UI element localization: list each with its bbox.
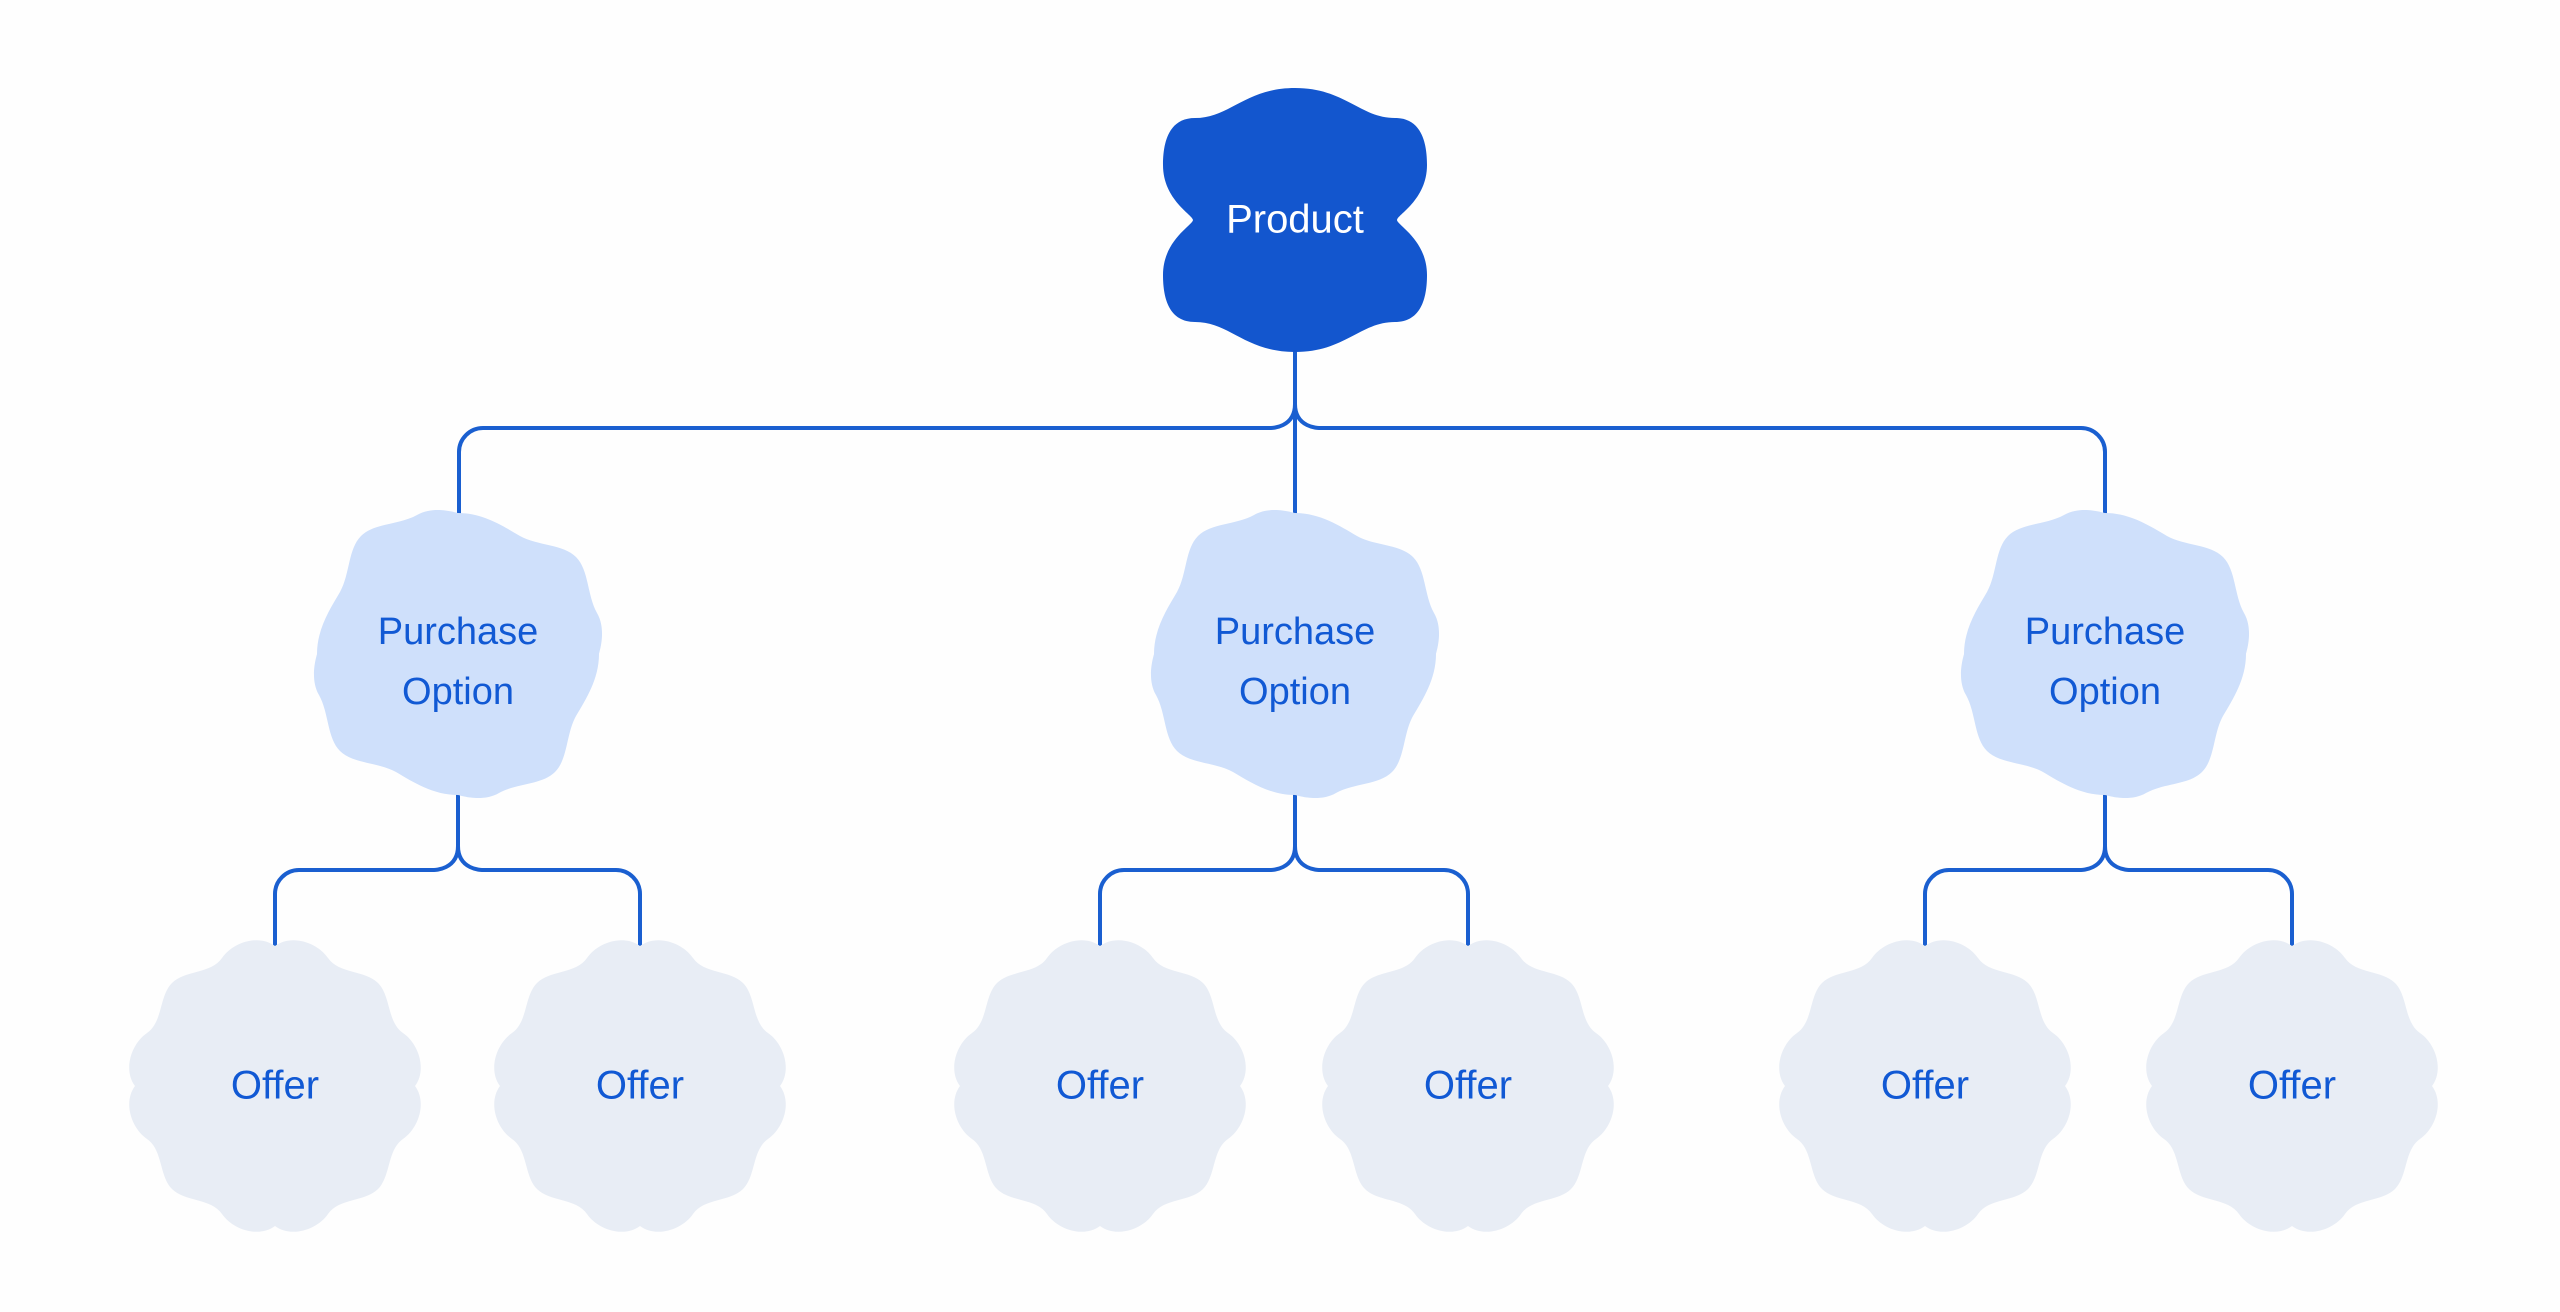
node-purchase-option-2[interactable]: Purchase Option [1150, 509, 1440, 799]
node-purchase-option-1[interactable]: Purchase Option [313, 509, 603, 799]
connector-group-po1-to-offers [273, 793, 642, 949]
purchase-option-3-label-line2: Option [2049, 671, 2161, 713]
offer-5-scallop-shape [1779, 940, 2071, 1232]
purchase-option-3-label-line1: Purchase [2025, 611, 2186, 653]
purchase-option-1-label-line2: Option [402, 671, 514, 713]
node-offer-6[interactable]: Offer [2146, 940, 2438, 1232]
connector-product-to-po-3 [1293, 402, 2107, 515]
product-label: Product [1226, 198, 1364, 242]
offer-4-scallop-shape [1322, 940, 1614, 1232]
purchase-option-1-flower-shape [313, 509, 603, 799]
node-offer-4[interactable]: Offer [1322, 940, 1614, 1232]
offer-5-label: Offer [1881, 1064, 1969, 1108]
node-offer-5[interactable]: Offer [1779, 940, 2071, 1232]
connector-po-2-to-offer-4 [1293, 844, 1470, 949]
offer-3-scallop-shape [954, 940, 1246, 1232]
connector-po-1-to-offer-2 [456, 844, 642, 949]
purchase-option-2-flower-shape [1150, 509, 1440, 799]
connector-group-po2-to-offers [1098, 793, 1470, 949]
connector-product-to-po-1 [457, 402, 1297, 515]
connector-group-product-to-purchase-options [457, 338, 2107, 515]
connector-group-po3-to-offers [1923, 793, 2294, 949]
purchase-option-2-label-line2: Option [1239, 671, 1351, 713]
connector-po-2-to-offer-3 [1098, 844, 1297, 949]
offer-2-label: Offer [596, 1064, 684, 1108]
purchase-option-1-label-line1: Purchase [378, 611, 539, 653]
offer-1-label: Offer [231, 1064, 319, 1108]
node-offer-1[interactable]: Offer [129, 940, 421, 1232]
offer-1-scallop-shape [129, 940, 421, 1232]
node-offer-3[interactable]: Offer [954, 940, 1246, 1232]
offer-3-label: Offer [1056, 1064, 1144, 1108]
node-offer-2[interactable]: Offer [494, 940, 786, 1232]
offer-6-scallop-shape [2146, 940, 2438, 1232]
connector-po-1-to-offer-1 [273, 844, 460, 949]
connector-po-3-to-offer-6 [2103, 844, 2294, 949]
node-purchase-option-3[interactable]: Purchase Option [1960, 509, 2250, 799]
connector-po-3-to-offer-5 [1923, 844, 2107, 949]
purchase-option-3-flower-shape [1960, 509, 2250, 799]
offer-4-label: Offer [1424, 1064, 1512, 1108]
node-product[interactable]: Product [1163, 88, 1427, 352]
purchase-option-2-label-line1: Purchase [1215, 611, 1376, 653]
offer-6-label: Offer [2248, 1064, 2336, 1108]
product-blob-shape [1163, 88, 1427, 352]
offer-2-scallop-shape [494, 940, 786, 1232]
